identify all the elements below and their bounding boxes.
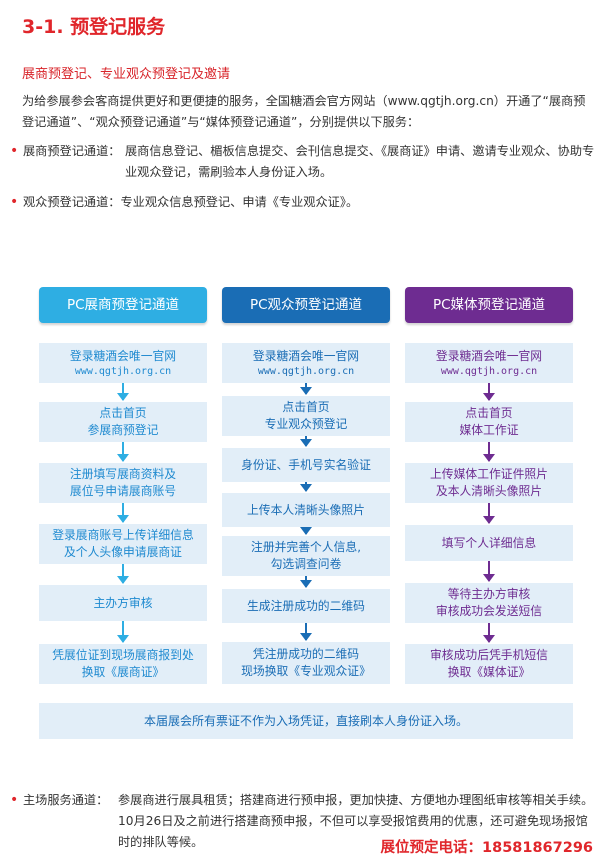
step-text: 点击首页 [465,406,513,420]
step-text: 换取《展商证》 [81,665,165,679]
entry-note: 本届展会所有票证不作为入场凭证，直接刷本人身份证入场。 [39,703,573,739]
visitor-step-5: 注册并完善个人信息, 勾选调查问卷 [222,536,390,576]
step-text: 上传媒体工作证件照片 [430,467,548,481]
bullet-key: 主场服务通道： [23,793,109,807]
header-media-channel: PC媒体预登记通道 [405,287,573,323]
visitor-step-6: 生成注册成功的二维码 [222,589,390,623]
step-text: 上传本人清晰头像照片 [247,502,365,517]
step-text: 等待主办方审核 [447,587,531,601]
exhibitor-step-1: 登录糖酒会唯一官网 www.qgtjh.org.cn [39,343,207,383]
step-text: 点击首页 [282,400,330,414]
bullet-key: 展商预登记通道： [23,144,121,158]
visitor-step-2: 点击首页 专业观众预登记 [222,396,390,436]
step-text: 登录糖酒会唯一官网 [435,349,543,363]
exhibitor-step-3: 注册填写展商资料及 展位号申请展商账号 [39,463,207,503]
intro-paragraph: 为给参展参会客商提供更好和更便捷的服务，全国糖酒会官方网站（www.qgtjh.… [22,94,586,129]
bullet-value: 展商信息登记、楣板信息提交、会刊信息提交、《展商证》申请、邀请专业观众、协助专业… [125,144,595,179]
step-text: 专业观众预登记 [264,417,348,431]
visitor-step-3: 身份证、手机号实名验证 [222,448,390,482]
visitor-step-1: 登录糖酒会唯一官网 www.qgtjh.org.cn [222,343,390,383]
exhibitor-step-6: 凭展位证到现场展商报到处 换取《展商证》 [39,644,207,684]
step-text: 及个人头像申请展商证 [64,545,182,559]
media-step-4: 填写个人详细信息 [405,525,573,561]
exhibitor-step-5: 主办方审核 [39,585,207,621]
step-text: 主办方审核 [93,595,153,610]
official-site-url: www.qgtjh.org.cn [257,366,355,377]
step-text: 登录糖酒会唯一官网 [69,349,177,363]
official-site-url: www.qgtjh.org.cn [74,366,172,377]
header-visitor-channel: PC观众预登记通道 [222,287,390,323]
media-step-3: 上传媒体工作证件照片 及本人清晰头像照片 [405,463,573,503]
step-text: 生成注册成功的二维码 [247,598,365,613]
arrow-down-icon [483,561,495,582]
arrow-down-icon [300,527,312,535]
arrow-down-icon [117,621,129,643]
bullet-visitor: • 观众预登记通道：专业观众信息预登记、申请《专业观众证》。 [10,192,588,214]
exhibitor-step-2: 点击首页 参展商预登记 [39,402,207,442]
media-step-1: 登录糖酒会唯一官网 www.qgtjh.org.cn [405,343,573,383]
step-text: 登录展商账号上传详细信息 [52,528,194,542]
media-step-5: 等待主办方审核 审核成功会发送短信 [405,583,573,623]
exhibitor-step-4: 登录展商账号上传详细信息 及个人头像申请展商证 [39,524,207,564]
step-text: 填写个人详细信息 [441,535,537,550]
arrow-down-icon [300,576,312,588]
bullet-venue-service: • 主场服务通道： 参展商进行展具租赁；搭建商进行预申报，更加快捷、方便地办理图… [10,790,593,850]
header-exhibitor-channel: PC展商预登记通道 [39,287,207,323]
step-text: 换取《媒体证》 [447,665,531,679]
arrow-down-icon [300,436,312,447]
step-text: 凭注册成功的二维码 [252,647,360,661]
booking-phone: 展位预定电话：18581867296 [380,840,593,856]
step-text: 审核成功后凭手机短信 [430,648,548,662]
page-title: 3-1. 预登记服务 [22,16,166,38]
arrow-down-icon [300,482,312,492]
step-text: 现场换取《专业观众证》 [241,664,371,678]
arrow-down-icon [117,503,129,523]
bullet-exhibitor: • 展商预登记通道： 展商信息登记、楣板信息提交、会刊信息提交、《展商证》申请、… [10,141,594,191]
bullet-text: 观众预登记通道：专业观众信息预登记、申请《专业观众证》。 [23,195,359,209]
arrow-down-icon [483,442,495,462]
arrow-down-icon [300,623,312,641]
section-subtitle: 展商预登记、专业观众预登记及邀请 [22,67,231,82]
official-site-url: www.qgtjh.org.cn [440,366,538,377]
step-text: 身份证、手机号实名验证 [241,457,371,472]
step-text: 凭展位证到现场展商报到处 [52,648,194,662]
bullet-dot-icon: • [10,143,19,159]
step-text: 注册并完善个人信息, [251,540,361,554]
media-step-2: 点击首页 媒体工作证 [405,402,573,442]
step-text: 媒体工作证 [459,423,519,437]
arrow-down-icon [300,383,312,395]
step-text: 登录糖酒会唯一官网 [252,349,360,363]
step-text: 及本人清晰头像照片 [435,484,543,498]
step-text: 勾选调查问卷 [270,557,342,571]
step-text: 注册填写展商资料及 [69,467,177,481]
step-text: 点击首页 [99,406,147,420]
step-text: 参展商预登记 [87,423,159,437]
arrow-down-icon [117,564,129,584]
arrow-down-icon [483,503,495,524]
step-text: 审核成功会发送短信 [435,604,543,618]
arrow-down-icon [483,623,495,643]
visitor-step-4: 上传本人清晰头像照片 [222,493,390,527]
step-text: 展位号申请展商账号 [69,484,177,498]
arrow-down-icon [117,383,129,401]
arrow-down-icon [483,383,495,401]
bullet-dot-icon: • [10,194,19,210]
media-step-6: 审核成功后凭手机短信 换取《媒体证》 [405,644,573,684]
visitor-step-7: 凭注册成功的二维码 现场换取《专业观众证》 [222,642,390,684]
bullet-dot-icon: • [10,792,19,808]
bullet-value: 参展商进行展具租赁；搭建商进行预申报，更加快捷、方便地办理图纸审核等相关手续。1… [118,793,594,849]
arrow-down-icon [117,442,129,462]
